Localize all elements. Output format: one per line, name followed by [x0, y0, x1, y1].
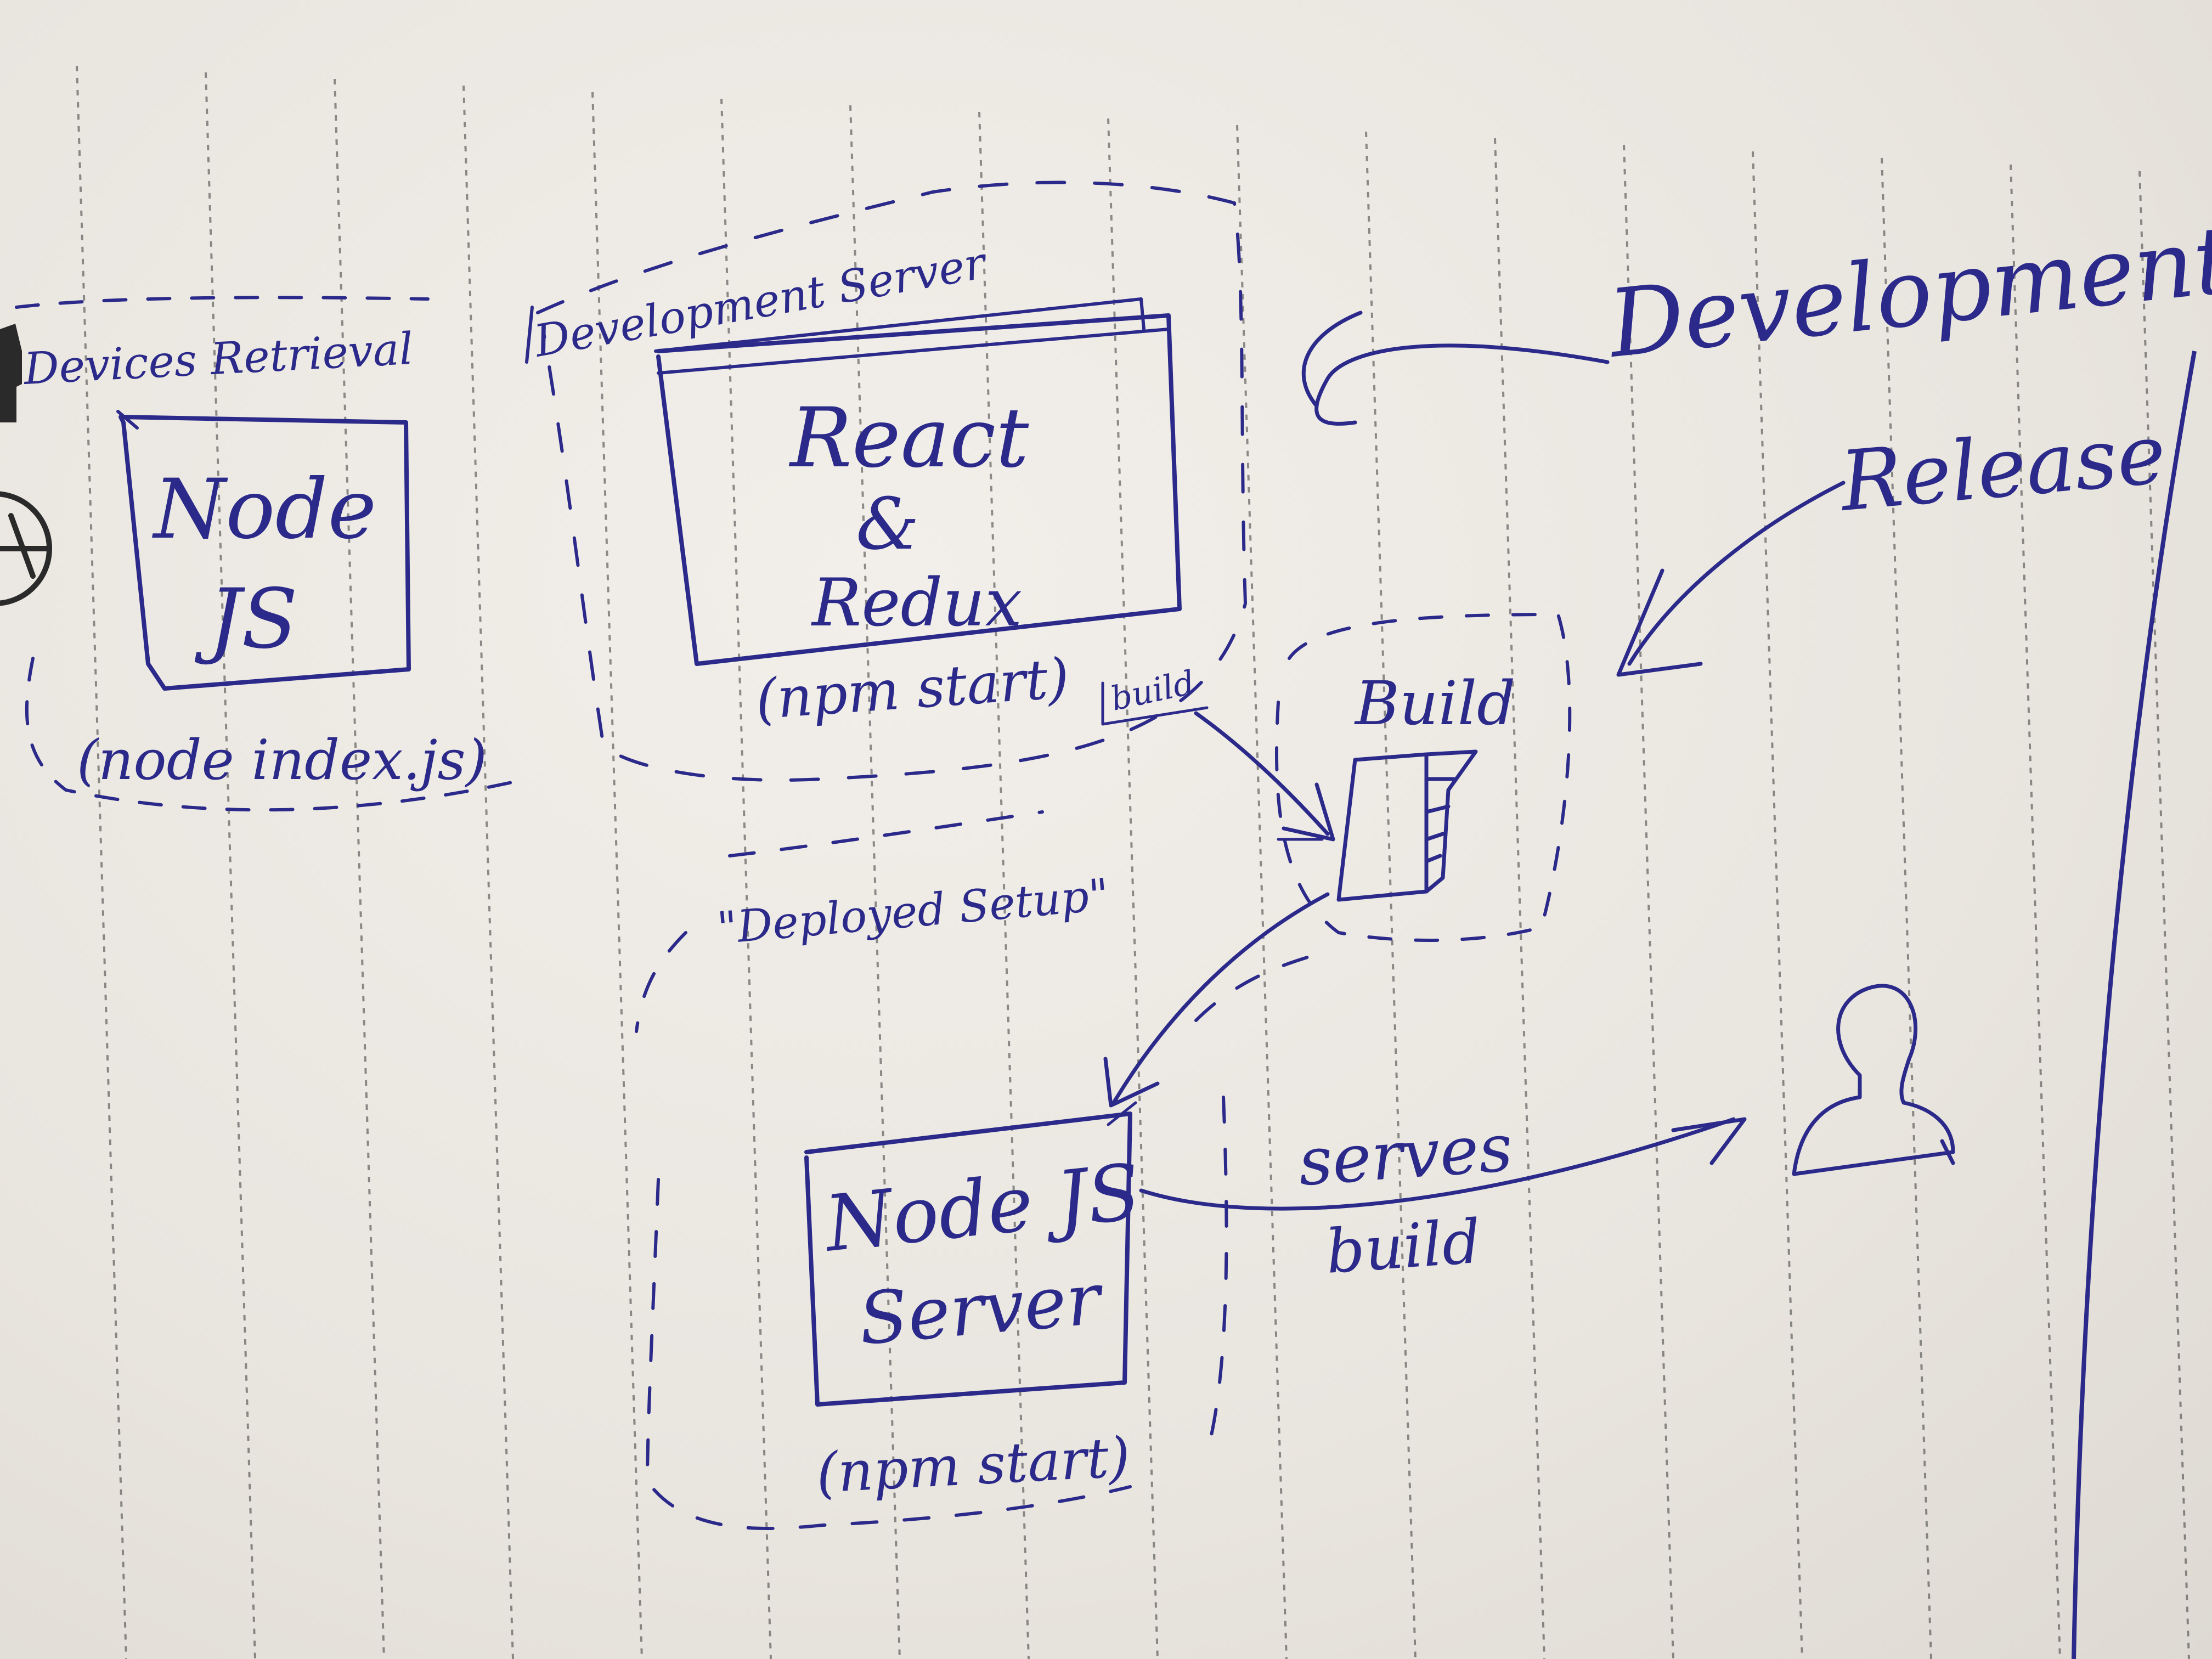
build-arrow [1194, 711, 1330, 836]
rule-line [1881, 157, 1932, 1659]
rule-line [720, 98, 772, 1659]
page-edge-line [2072, 351, 2197, 1659]
rule-line [205, 72, 256, 1659]
devices-retrieval-label: Devices Retrieval [21, 323, 414, 394]
build-label-frame [1101, 681, 1209, 726]
node-js-box [119, 415, 411, 691]
redux-label: Redux [811, 565, 1022, 641]
rule-line [2138, 171, 2190, 1659]
legend-development: Development [1602, 206, 2212, 379]
rule-line [462, 85, 514, 1659]
serves-build-label: build [1324, 1206, 1483, 1287]
node-js-server-box [804, 1111, 1132, 1407]
rule-line [2010, 164, 2061, 1659]
ampersand-label: & [856, 482, 919, 566]
development-server-boundary [536, 180, 1247, 782]
dev-npm-start-command: (npm start) [754, 646, 1071, 732]
build-bundle-icon [1336, 749, 1478, 902]
release-arrow [1627, 481, 1846, 666]
serves-label: serves [1296, 1110, 1515, 1201]
development-server-label-bracket [525, 306, 534, 364]
build-label: Build [1354, 668, 1515, 738]
rule-line [334, 78, 385, 1659]
node-label: Node [152, 462, 376, 557]
devices-retrieval-boundary [15, 296, 528, 812]
build-boundary [1275, 613, 1572, 942]
node-js-server-label-line1: Node JS [820, 1148, 1145, 1270]
rule-line [978, 111, 1030, 1659]
js-label: JS [194, 572, 298, 667]
legend-release: Release [1835, 407, 2170, 530]
rule-line [591, 92, 643, 1659]
deployed-setup-boundary [635, 810, 1318, 1531]
rule-line [1494, 138, 1545, 1659]
globe-icon [0, 491, 52, 606]
person-icon [1792, 984, 1955, 1176]
rule-line [1752, 151, 1803, 1659]
react-label: React [788, 391, 1029, 486]
lock-icon [0, 324, 22, 422]
deployed-setup-label: "Deployed Setup" [715, 869, 1111, 954]
paper-rule-lines [76, 65, 2190, 1659]
node-js-server-label-line2: Server [855, 1256, 1107, 1361]
react-redux-box [656, 313, 1182, 666]
deploy-arrow [1111, 892, 1330, 1105]
serves-build-arrow [1139, 1117, 1736, 1211]
rule-line [76, 65, 127, 1659]
rule-line [1107, 118, 1159, 1659]
rule-line [1236, 125, 1288, 1659]
deployed-npm-start-command: (npm start) [815, 1425, 1132, 1505]
development-arrow [1314, 343, 1610, 426]
node-index-command: (node index.js) [77, 728, 487, 792]
